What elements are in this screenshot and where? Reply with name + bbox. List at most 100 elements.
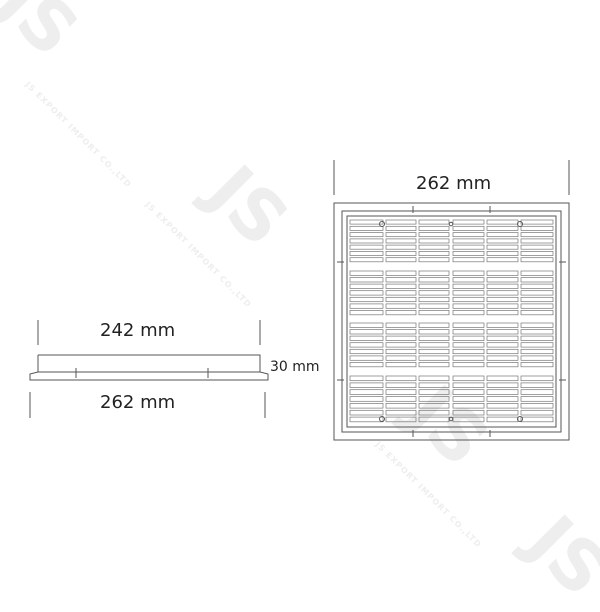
grille-slot (452, 348, 485, 355)
grille-slot (520, 396, 554, 402)
grille-slot (486, 238, 519, 244)
grille-slot (385, 382, 417, 388)
screw-marks (379, 221, 523, 422)
grille-slot (486, 270, 519, 276)
grille-slot (452, 322, 485, 328)
grille-slot (385, 322, 417, 328)
grille-slot (452, 355, 485, 361)
grille-slot (418, 403, 450, 409)
grille-slot (452, 362, 485, 368)
grille-slot (452, 232, 485, 238)
grille-slot (452, 342, 485, 348)
grille-slot (385, 355, 417, 361)
grille-slot (349, 303, 384, 309)
grille-slot (385, 375, 417, 382)
grille-slot (418, 409, 450, 416)
grille-slot (486, 416, 519, 423)
grille-slot (520, 244, 554, 250)
grille-slot (486, 219, 519, 225)
grille-slot (349, 270, 384, 276)
grille-slot (385, 342, 417, 348)
grille-slot (452, 382, 485, 388)
grille-slot (486, 283, 519, 289)
grille-slot (486, 355, 519, 361)
grille-slot (349, 403, 384, 409)
screw-mark (379, 221, 385, 227)
grille-slot (349, 409, 384, 416)
grille-slot (452, 257, 485, 263)
grille-slot (486, 329, 519, 335)
grille-slot (520, 416, 554, 423)
grille-slot (385, 277, 417, 283)
grille-slot (520, 251, 554, 256)
grille-slot (349, 355, 384, 361)
grille-slot (418, 296, 450, 303)
grille-slot (418, 219, 450, 225)
grille-slot (452, 416, 485, 423)
grille-slot (486, 348, 519, 355)
grille-slot (349, 310, 384, 316)
outer-frame (333, 202, 570, 441)
grille-slot (520, 348, 554, 355)
grille-slot (418, 270, 450, 276)
grille-slot (349, 335, 384, 341)
grille-slot (452, 375, 485, 382)
grille-slot (520, 257, 554, 263)
grille-slot (520, 310, 554, 316)
grille-slot (385, 238, 417, 244)
grille-slot (385, 303, 417, 309)
grille-slot (418, 342, 450, 348)
side-view (29, 320, 269, 418)
grille-slot (418, 303, 450, 309)
grille-slot (385, 296, 417, 303)
grille-slot (520, 303, 554, 309)
grille-slot (452, 277, 485, 283)
grille-slot (520, 322, 554, 328)
grille-slot (452, 244, 485, 250)
grille-slot (418, 322, 450, 328)
grille-slot (418, 277, 450, 283)
grille-slot (486, 310, 519, 316)
grille-slot (486, 244, 519, 250)
screw-mark (448, 416, 454, 422)
grille-slot (452, 290, 485, 296)
grille-slot (486, 296, 519, 303)
grille-slot (486, 409, 519, 416)
grille-slot (349, 329, 384, 335)
grille-slot (385, 270, 417, 276)
grille-slot (486, 290, 519, 296)
grille-slot (418, 329, 450, 335)
grille-slot (452, 329, 485, 335)
grille-slot (452, 219, 485, 225)
grille-slot (418, 348, 450, 355)
grille-slot (452, 238, 485, 244)
grille-slot (452, 335, 485, 341)
grille-slot (385, 290, 417, 296)
grille-slot (349, 257, 384, 263)
grille-slot (520, 232, 554, 238)
grille-slot (418, 283, 450, 289)
grille-slot (349, 251, 384, 256)
grille-slot (349, 348, 384, 355)
grille-slot (520, 270, 554, 276)
grille-slot (349, 382, 384, 388)
grille-slot (385, 362, 417, 368)
grille-slot (520, 277, 554, 283)
grille-slot (349, 416, 384, 423)
grille-slot (349, 238, 384, 244)
grille-slot (385, 348, 417, 355)
grille-slot (452, 270, 485, 276)
grille-slot (385, 283, 417, 289)
grille-slot (520, 389, 554, 395)
grille-slot (520, 403, 554, 409)
grille-slot (418, 416, 450, 423)
grille-slot (418, 382, 450, 388)
grille-slot (349, 232, 384, 238)
grille-slot (418, 232, 450, 238)
grille-slot (520, 283, 554, 289)
grille-slot (452, 251, 485, 256)
grille-slot (486, 232, 519, 238)
grille-slot (385, 409, 417, 416)
grille-slot (452, 225, 485, 231)
grille-slot (349, 290, 384, 296)
